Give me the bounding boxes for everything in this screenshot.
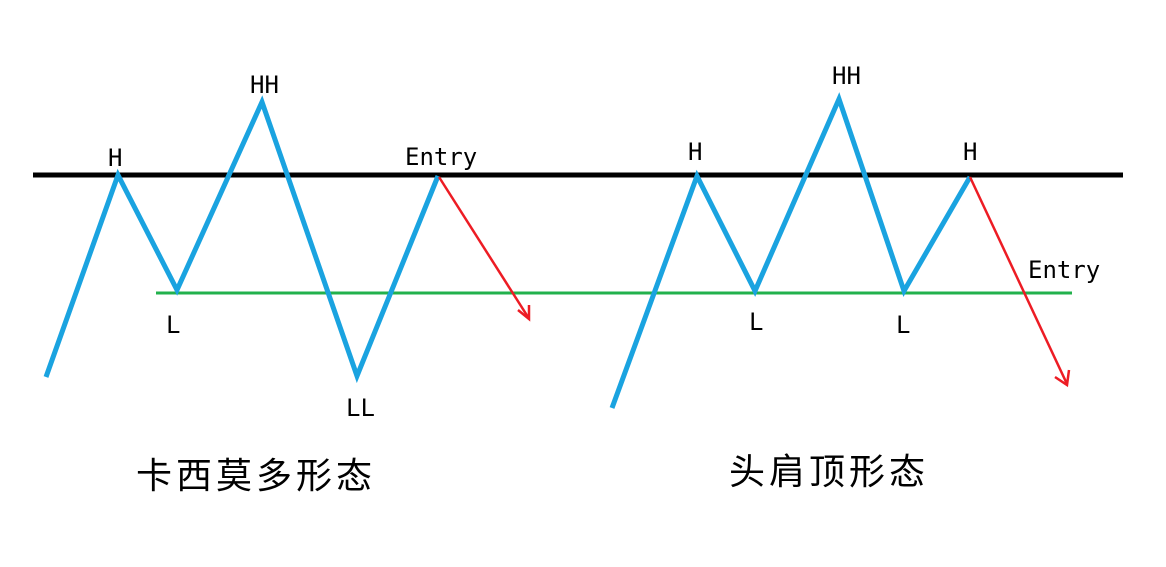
quasimodo-pattern: H HH L LL Entry 卡西莫多形态 <box>43 71 531 497</box>
label-l2: L <box>896 311 910 339</box>
head-shoulders-pattern: H HH H L L Entry 头肩顶形态 <box>609 62 1100 493</box>
label-right-shoulder: H <box>963 138 977 166</box>
head-shoulders-price-line <box>609 92 973 409</box>
label-l: L <box>166 311 180 339</box>
head-shoulders-title: 头肩顶形态 <box>729 452 929 493</box>
quasimodo-price-line <box>43 95 441 384</box>
label-l1: L <box>749 308 763 336</box>
label-head: HH <box>832 62 861 90</box>
label-left-shoulder: H <box>688 138 702 166</box>
quasimodo-title: 卡西莫多形态 <box>136 456 376 497</box>
label-ll: LL <box>346 394 375 422</box>
entry-arrow-icon <box>968 176 1071 388</box>
entry-arrow-icon <box>437 176 531 322</box>
label-h: H <box>108 144 122 172</box>
label-entry: Entry <box>405 143 477 171</box>
label-hh: HH <box>250 71 279 99</box>
label-entry: Entry <box>1028 256 1100 284</box>
